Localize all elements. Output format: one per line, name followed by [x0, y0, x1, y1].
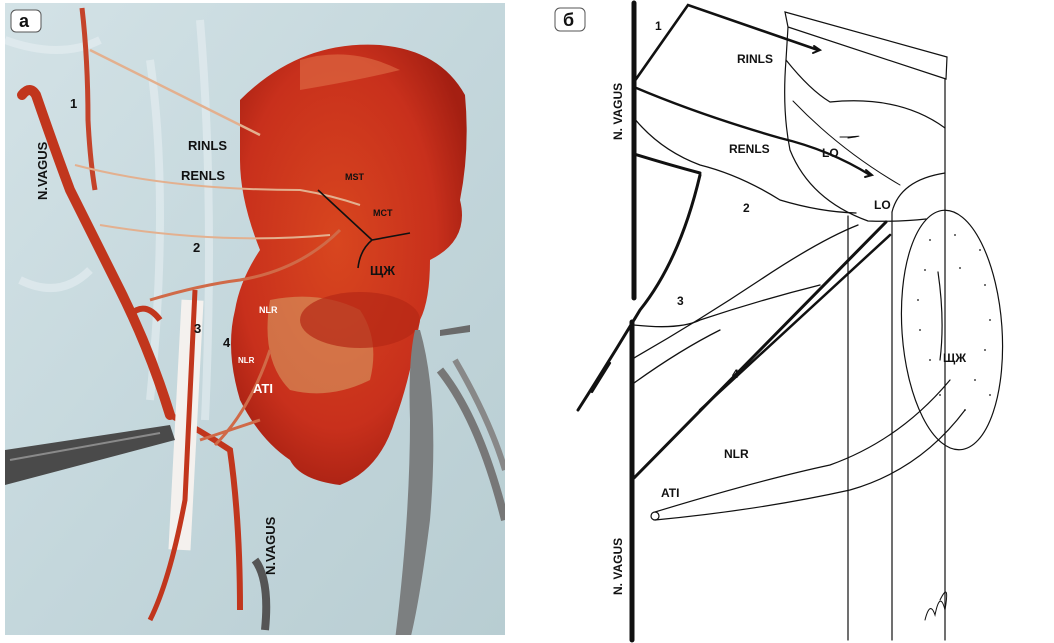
- label-branch-2: 2: [193, 240, 200, 255]
- label-lo-lower: LO: [874, 198, 891, 212]
- label-mct: MCT: [373, 208, 393, 218]
- label-vagus-top: N. VAGUS: [611, 83, 625, 140]
- label-renls: RENLS: [181, 168, 225, 183]
- signature: [924, 591, 948, 621]
- label-lo-upper: LO: [822, 146, 839, 160]
- panel-a-tag: а: [19, 11, 30, 31]
- label-mst: MST: [345, 172, 365, 182]
- panel-b-tag-box: [554, 7, 586, 32]
- label-branch-3: 3: [677, 294, 684, 308]
- ati-artery: [654, 271, 966, 521]
- label-nlr-upper: NLR: [259, 305, 278, 315]
- vagus-nerve-line: [629, 0, 637, 643]
- forceps-right: [395, 330, 434, 635]
- panel-a-tag-box: [10, 9, 42, 33]
- thyroid-lobe: [900, 209, 1004, 451]
- paper-strip: [168, 299, 204, 551]
- label-thyroid: ЩЖ: [370, 263, 395, 278]
- label-vagus-bottom: N. VAGUS: [611, 538, 625, 595]
- label-branch-1: 1: [655, 19, 662, 33]
- label-rinls: RINLS: [737, 52, 773, 66]
- mst-mct-marker-lines: [317, 189, 411, 269]
- label-nlr-lower: NLR: [238, 356, 255, 365]
- nlr-line: [632, 220, 888, 480]
- thyroid-dots: [917, 234, 991, 411]
- label-rinls: RINLS: [188, 138, 227, 153]
- label-nlr: NLR: [724, 447, 749, 461]
- label-branch-2: 2: [743, 201, 750, 215]
- label-renls: RENLS: [729, 142, 770, 156]
- panel-b-tag: б: [563, 10, 574, 30]
- label-ati: ATI: [661, 486, 679, 500]
- vagus-nerve: [17, 85, 175, 420]
- label-ati: ATI: [253, 381, 273, 396]
- label-branch-1: 1: [70, 96, 77, 111]
- panel-b-diagram: 1 N. VAGUS RINLS RENLS LO LO 2 3 ЩЖ 4 NL…: [554, 0, 1050, 643]
- label-branch-3: 3: [194, 321, 201, 336]
- label-branch-4: 4: [732, 367, 739, 381]
- forceps-left: [5, 425, 175, 485]
- label-vagus-bottom: N.VAGUS: [263, 516, 278, 575]
- panel-a-photo: 1 RINLS RENLS N.VAGUS MST MCT 2 ЩЖ NLR 3…: [5, 3, 505, 635]
- label-thyroid: ЩЖ: [943, 351, 966, 365]
- label-vagus-top: N.VAGUS: [35, 141, 50, 200]
- label-branch-4: 4: [223, 335, 231, 350]
